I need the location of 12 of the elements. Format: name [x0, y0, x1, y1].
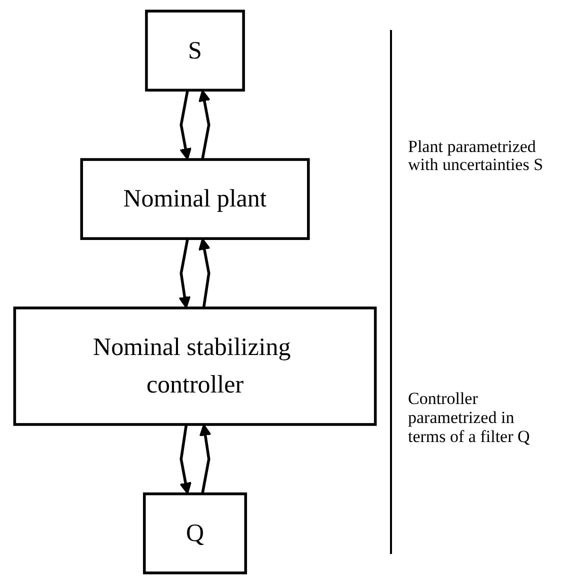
node-box: Nominal stabilizing controller	[13, 306, 377, 426]
node-box: Nominal plant	[80, 158, 310, 240]
arrow	[198, 238, 210, 308]
arrow	[198, 90, 210, 160]
bracket-label: Plant parametrized with uncertainties S	[408, 138, 544, 176]
arrow	[199, 424, 212, 494]
arrow	[180, 424, 192, 494]
node-box: S	[145, 10, 245, 92]
node-box: Q	[142, 492, 248, 574]
arrow	[180, 90, 192, 160]
arrow	[178, 238, 191, 308]
bracket-label: Controller parametrized in terms of a filter Q	[408, 390, 531, 446]
